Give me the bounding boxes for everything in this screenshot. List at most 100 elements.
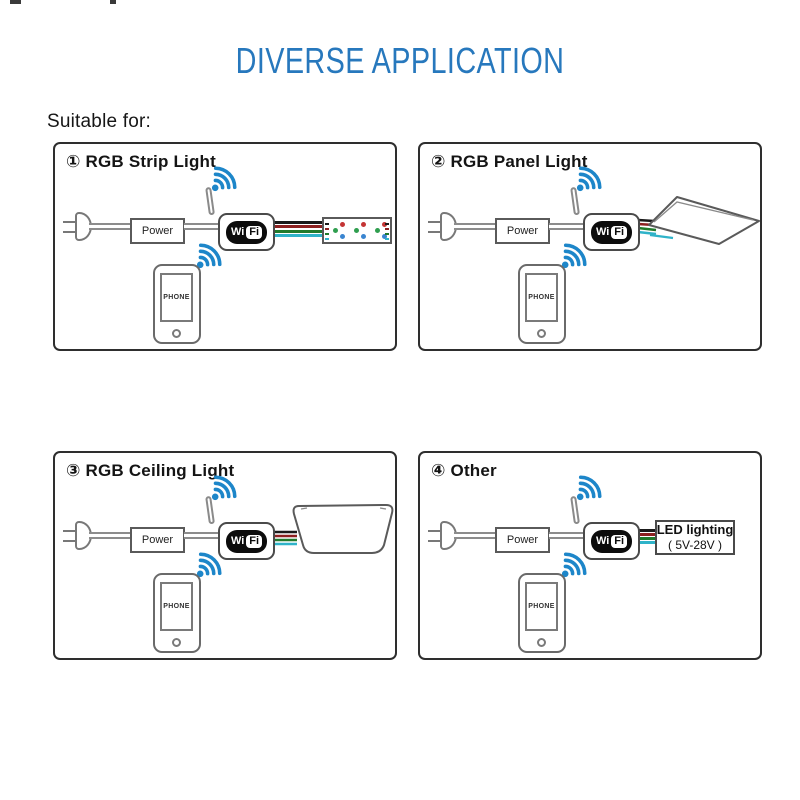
ribbon-wire-black — [273, 221, 322, 224]
ribbon-wire-green — [638, 537, 656, 540]
plug-prong — [428, 231, 442, 233]
rgb-panel-light-graphic — [637, 196, 760, 245]
phone-label: PHONE — [528, 294, 555, 301]
wifi-signal-icon — [196, 552, 222, 578]
panel-other: ④ Other Power LED lighting ( 5V-28V ) Wi… — [418, 451, 762, 660]
power-cord — [549, 532, 583, 539]
panel-title: ① RGB Strip Light — [66, 152, 217, 171]
power-cord — [184, 223, 218, 230]
wifi-logo-fi: Fi — [611, 225, 628, 239]
green-led — [375, 228, 380, 233]
power-label: Power — [141, 225, 174, 237]
power-adapter-box: Power — [130, 527, 185, 553]
phone-screen: PHONE — [160, 273, 193, 322]
smartphone: PHONE — [518, 573, 566, 653]
smartphone: PHONE — [153, 573, 201, 653]
ribbon-wire-red — [273, 225, 322, 228]
blue-led — [382, 234, 387, 239]
plug-prong — [63, 231, 77, 233]
wifi-controller: Wi Fi — [583, 213, 640, 251]
ribbon-wire-teal — [638, 541, 656, 544]
ribbon-wire-teal — [273, 234, 322, 237]
wifi-logo: Wi Fi — [590, 529, 633, 553]
strip-pad — [385, 223, 389, 225]
phone-home-button — [537, 638, 546, 647]
wifi-logo: Wi Fi — [590, 220, 633, 244]
strip-pad — [325, 228, 329, 230]
strip-pad — [325, 223, 329, 225]
wifi-signal-icon — [211, 475, 237, 501]
red-led — [340, 222, 345, 227]
plug-prong — [428, 221, 442, 223]
wifi-logo: Wi Fi — [225, 529, 268, 553]
power-label: Power — [506, 225, 539, 237]
panel-rgb-strip-light: ① RGB Strip Light Power Wi Fi — [53, 142, 397, 351]
phone-screen: PHONE — [525, 273, 558, 322]
green-led — [333, 228, 338, 233]
power-cord — [89, 223, 130, 230]
panel-rgb-panel-light: ② RGB Panel Light Power Wi Fi PHO — [418, 142, 762, 351]
plug-prong — [63, 540, 77, 542]
power-cord — [89, 532, 130, 539]
power-cord — [549, 223, 583, 230]
wifi-signal-icon — [196, 243, 222, 269]
power-label: Power — [141, 534, 174, 546]
power-label: Power — [506, 534, 539, 546]
wifi-logo-wi: Wi — [595, 226, 610, 238]
wifi-signal-icon — [211, 166, 237, 192]
rgb-ceiling-light-graphic — [273, 504, 394, 554]
power-cord — [454, 532, 495, 539]
blue-led — [361, 234, 366, 239]
edge-artifact — [10, 0, 21, 4]
power-cord — [184, 532, 218, 539]
wifi-signal-icon — [561, 243, 587, 269]
ribbon-wire-red — [638, 533, 656, 536]
wifi-signal-icon — [576, 166, 602, 192]
power-cord — [454, 223, 495, 230]
smartphone: PHONE — [518, 264, 566, 344]
strip-pad — [325, 238, 329, 240]
led-lighting-label: LED lighting — [656, 521, 734, 537]
strip-pad — [325, 233, 329, 235]
smartphone: PHONE — [153, 264, 201, 344]
red-led — [382, 222, 387, 227]
red-led — [361, 222, 366, 227]
strip-pad — [385, 238, 389, 240]
wifi-logo-fi: Fi — [246, 534, 263, 548]
plug-prong — [428, 530, 442, 532]
wifi-logo-fi: Fi — [611, 534, 628, 548]
panel-rgb-ceiling-light: ③ RGB Ceiling Light Power Wi Fi P — [53, 451, 397, 660]
plug-prong — [428, 540, 442, 542]
wifi-logo-wi: Wi — [230, 226, 245, 238]
strip-pad — [385, 233, 389, 235]
panel-title: ④ Other — [431, 461, 497, 480]
power-adapter-box: Power — [495, 218, 550, 244]
led-lighting-box: LED lighting ( 5V-28V ) — [655, 520, 735, 555]
ribbon-wire-green — [273, 230, 322, 233]
green-led — [354, 228, 359, 233]
phone-label: PHONE — [528, 603, 555, 610]
phone-home-button — [172, 638, 181, 647]
power-adapter-box: Power — [130, 218, 185, 244]
led-cluster — [332, 219, 348, 242]
wifi-controller: Wi Fi — [218, 522, 275, 560]
led-voltage-label: ( 5V-28V ) — [667, 538, 723, 553]
wifi-controller: Wi Fi — [583, 522, 640, 560]
page-title: DIVERSE APPLICATION — [235, 40, 565, 81]
panel-title: ② RGB Panel Light — [431, 152, 588, 171]
power-adapter-box: Power — [495, 527, 550, 553]
led-cluster — [374, 219, 390, 242]
phone-label: PHONE — [163, 603, 190, 610]
suitable-for-label: Suitable for: — [47, 111, 151, 132]
wifi-logo-wi: Wi — [230, 535, 245, 547]
rgb-led-strip — [322, 217, 392, 244]
phone-label: PHONE — [163, 294, 190, 301]
wifi-logo-wi: Wi — [595, 535, 610, 547]
wifi-logo: Wi Fi — [225, 220, 268, 244]
panel-title: ③ RGB Ceiling Light — [66, 461, 235, 480]
led-cluster — [353, 219, 369, 242]
edge-artifact — [110, 0, 116, 4]
phone-home-button — [172, 329, 181, 338]
ribbon-wire-black — [638, 529, 656, 532]
wifi-logo-fi: Fi — [246, 225, 263, 239]
